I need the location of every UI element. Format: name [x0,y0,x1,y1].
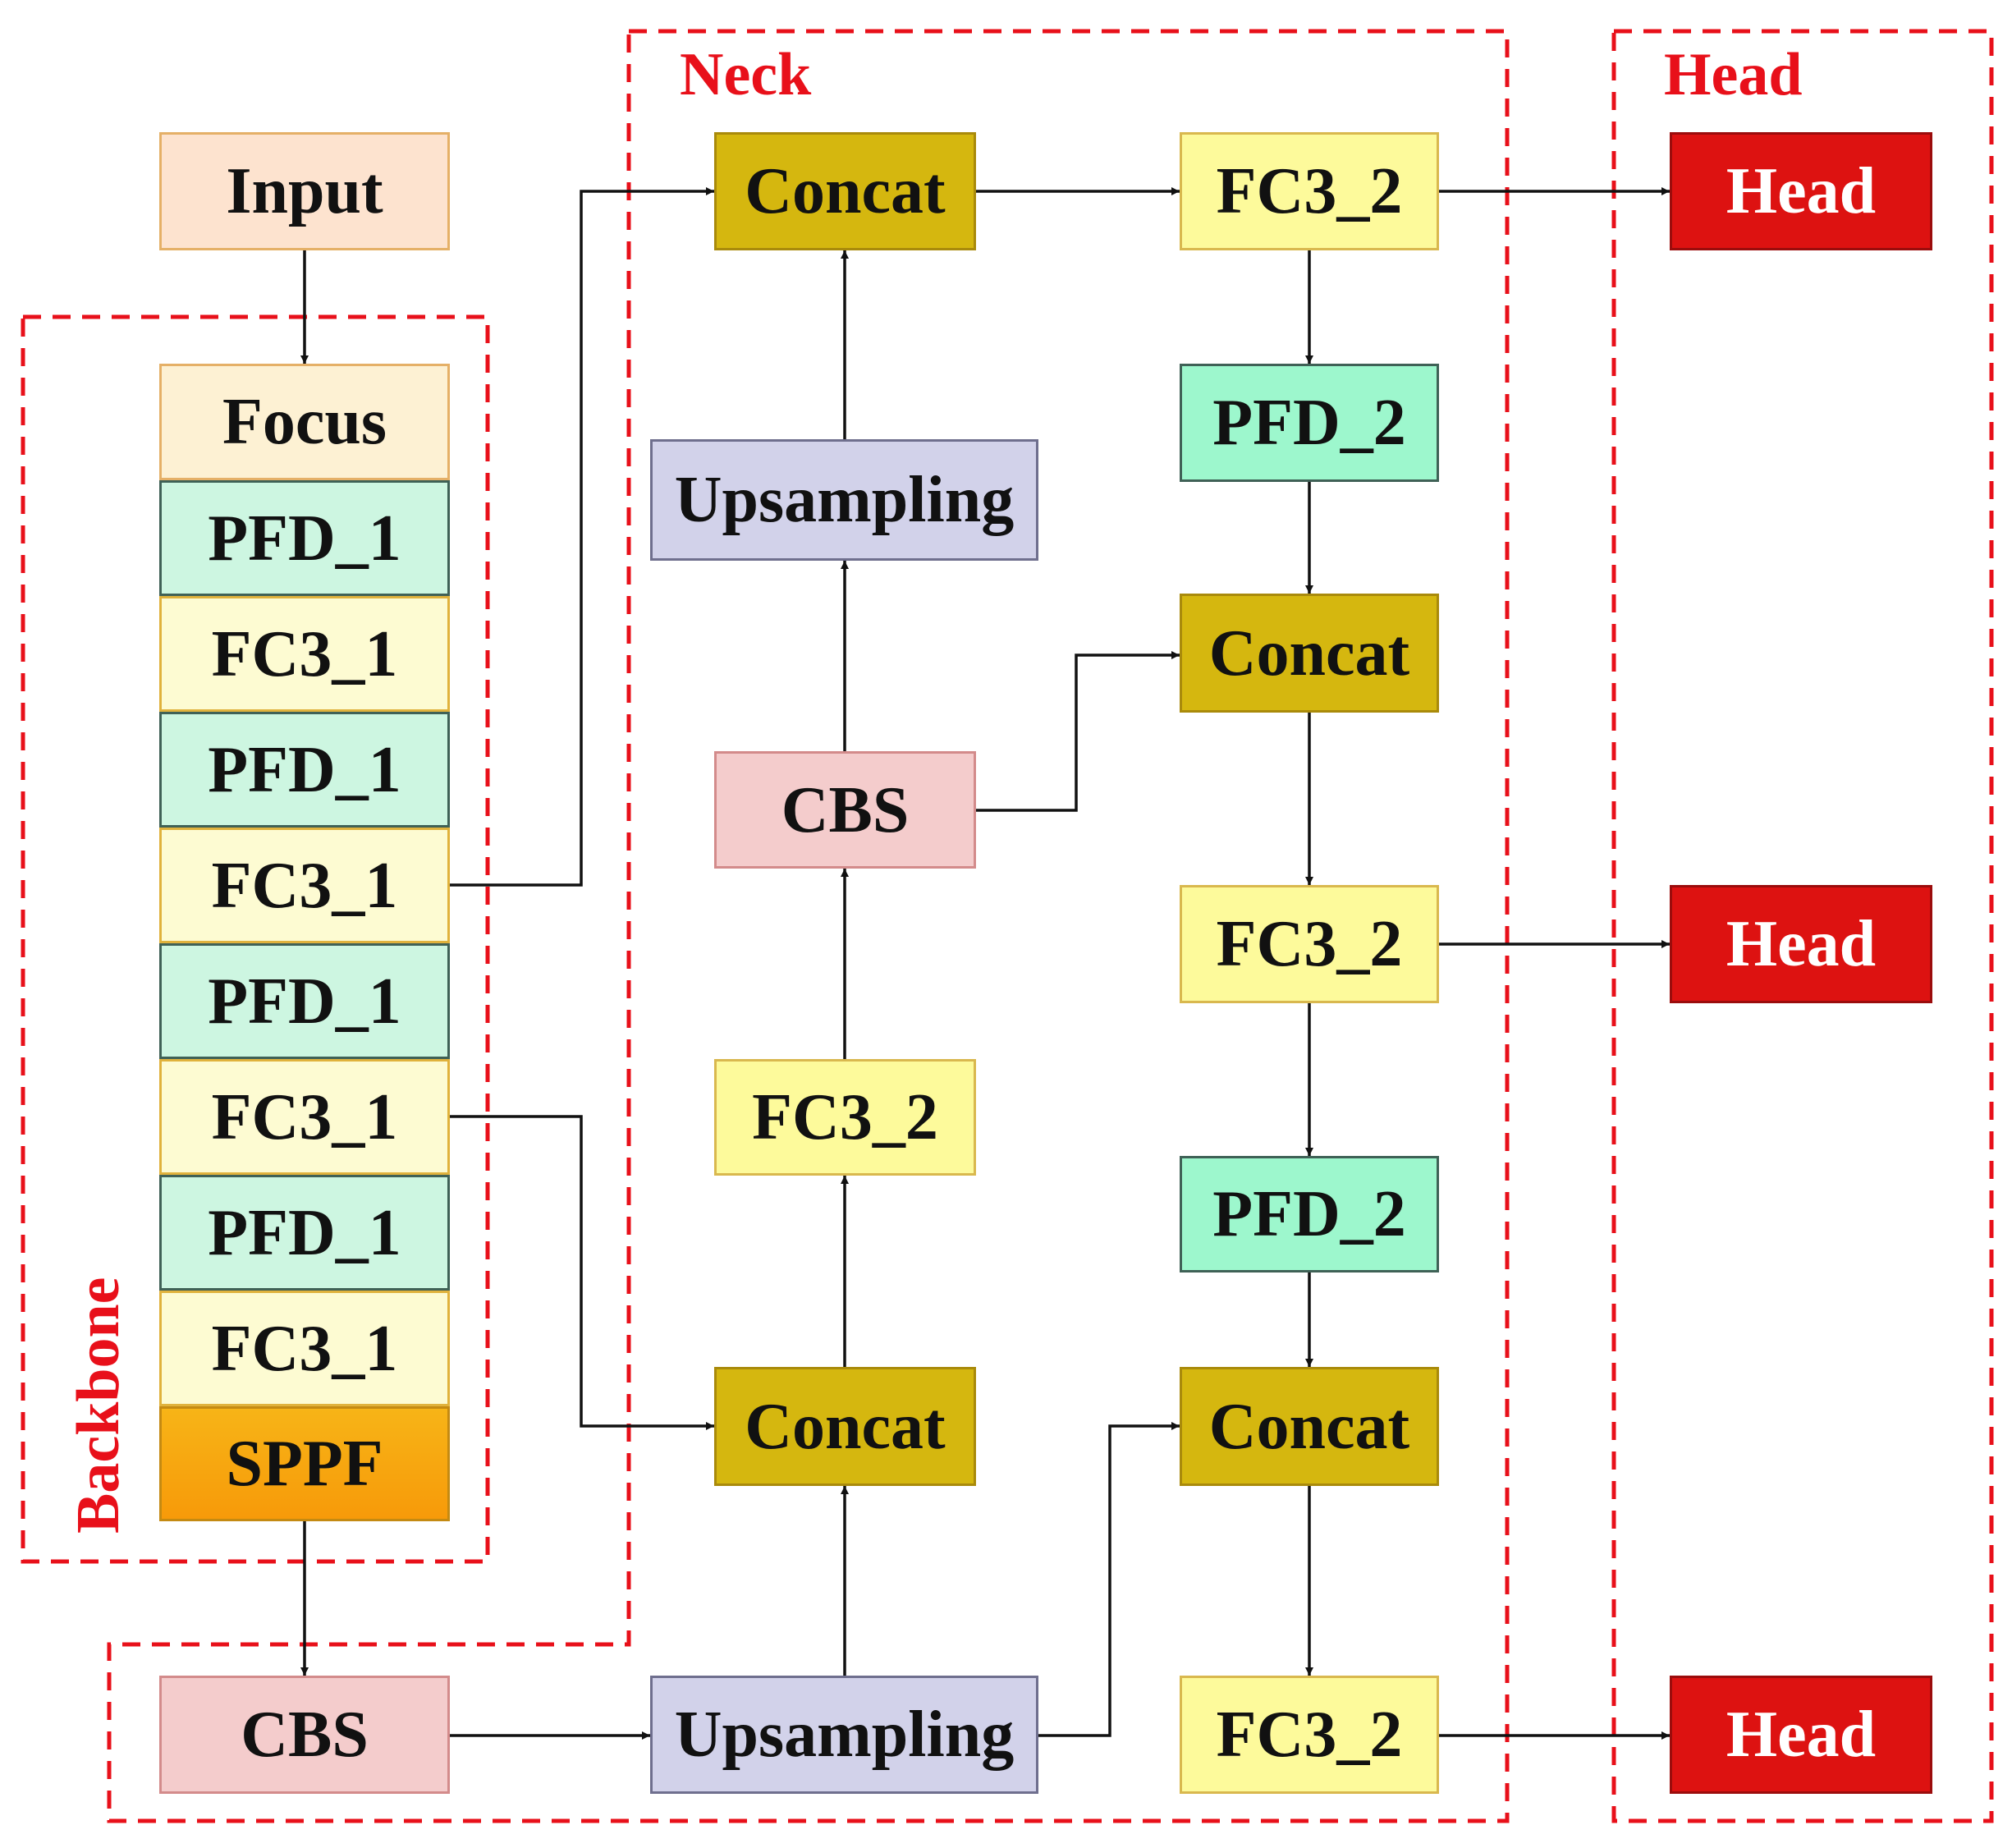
pfd-2-block-top: PFD_2 [1180,364,1439,482]
concat-block-right-bottom: Concat [1180,1367,1439,1486]
fc3-2-block-neck: FC3_2 [714,1059,976,1176]
neck-region-label: Neck [680,41,812,108]
arrow-upsampling-to-concat-right [1038,1422,1180,1737]
head-block-mid: Head [1670,885,1932,1003]
pfd-1-block: PFD_1 [159,1175,450,1291]
fc3-1-block: FC3_1 [159,1059,450,1175]
fc3-1-block: FC3_1 [159,1291,450,1406]
head-region-border [1611,29,1994,1823]
fc3-1-block: FC3_1 [159,596,450,712]
upsampling-block-bottom: Upsampling [650,1676,1038,1794]
backbone-region-label: Backbone [65,1277,132,1534]
arrow-fc3-1-to-concat-bottom [450,1115,714,1430]
arrow-fc3-1-to-concat-top [450,187,714,887]
concat-block-mid: Concat [1180,594,1439,713]
head-block-top: Head [1670,132,1932,250]
fc3-1-block: FC3_1 [159,828,450,943]
pfd-1-block: PFD_1 [159,712,450,828]
pfd-2-block-bottom: PFD_2 [1180,1156,1439,1273]
sppf-block: SPPF [159,1406,450,1521]
pfd-1-block: PFD_1 [159,480,450,596]
fc3-2-block-mid: FC3_2 [1180,885,1439,1003]
fc3-2-block-top: FC3_2 [1180,132,1439,250]
focus-block: Focus [159,364,450,480]
concat-block-bottom: Concat [714,1367,976,1486]
neck-region-border [107,29,1510,1823]
upsampling-block-top: Upsampling [650,439,1038,561]
fc3-2-block-bottom: FC3_2 [1180,1676,1439,1794]
arrow-cbs-to-concat-mid [976,651,1180,812]
input-block: Input [159,132,450,250]
backbone-region-border [21,314,490,1564]
cbs-block-bottom: CBS [159,1676,450,1794]
cbs-block-neck: CBS [714,751,976,869]
concat-block-top: Concat [714,132,976,250]
pfd-1-block: PFD_1 [159,943,450,1059]
head-block-bottom: Head [1670,1676,1932,1794]
head-region-label: Head [1664,41,1803,108]
